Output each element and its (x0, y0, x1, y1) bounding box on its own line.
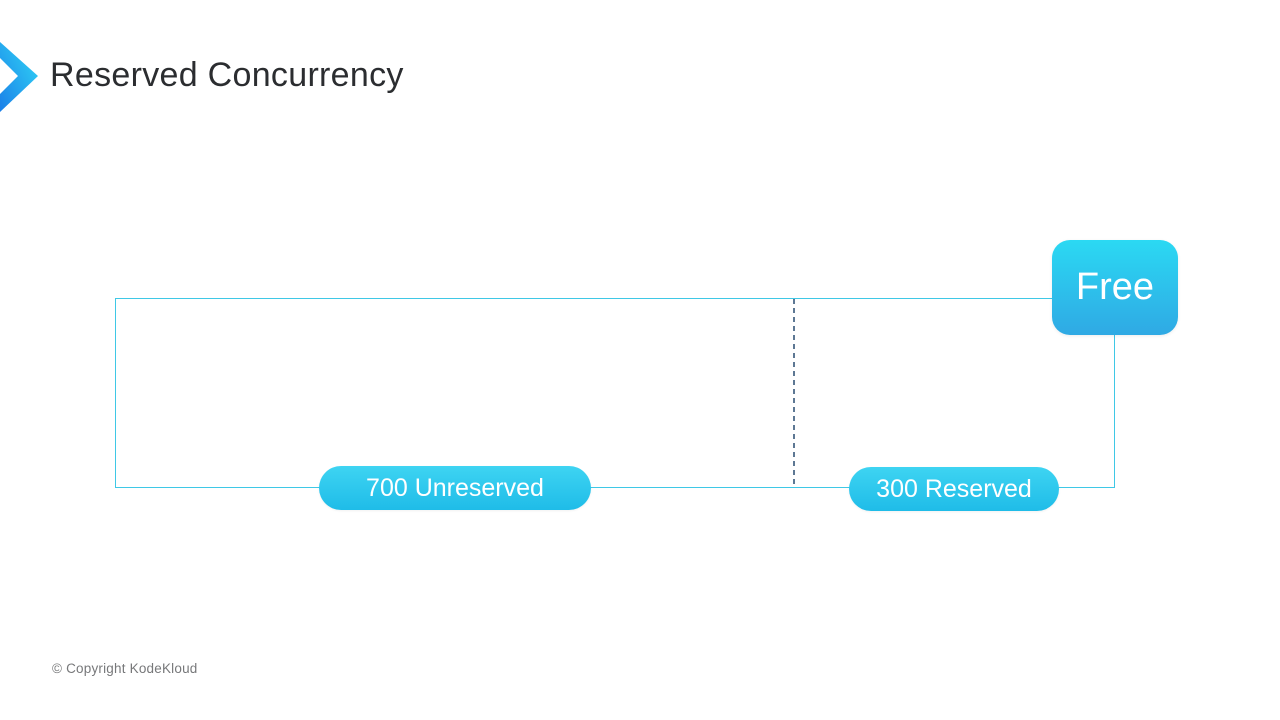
free-badge: Free (1052, 240, 1178, 335)
unreserved-concurrency-label: 700 Unreserved (319, 466, 591, 510)
reserved-concurrency-label: 300 Reserved (849, 467, 1059, 511)
copyright-text: © Copyright KodeKloud (52, 661, 198, 676)
divider-dashed-line (793, 299, 795, 487)
chevron-right-icon (0, 42, 38, 112)
page-title: Reserved Concurrency (50, 56, 404, 94)
concurrency-pool-box (115, 298, 1115, 488)
